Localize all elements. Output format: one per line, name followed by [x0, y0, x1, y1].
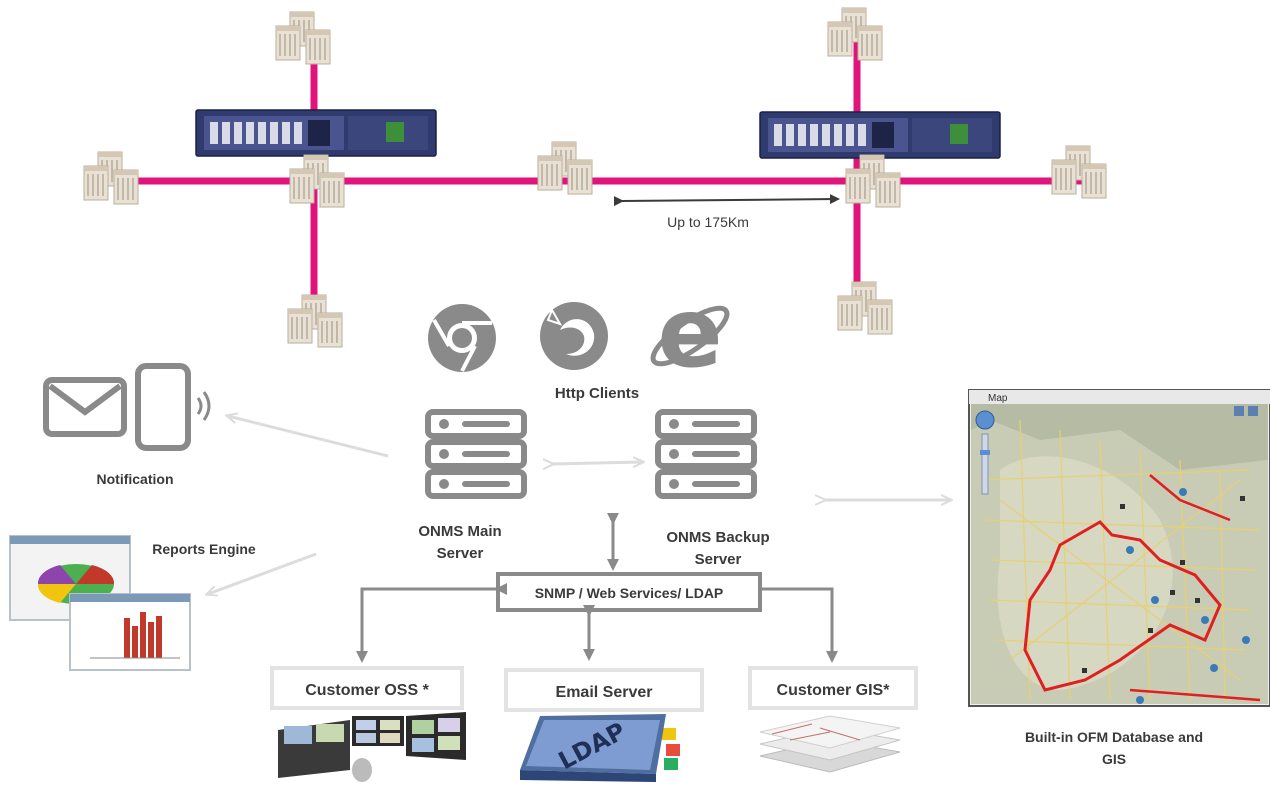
reports-engine-label: Reports Engine: [152, 541, 256, 557]
firefox-icon: [540, 302, 608, 370]
arrow-to-reports: [208, 552, 317, 594]
building-cluster: [538, 142, 592, 194]
protocol-label: SNMP / Web Services/ LDAP: [535, 585, 724, 601]
fiber-network: [118, 38, 1085, 322]
building-cluster: [1052, 146, 1106, 198]
arrow-to-customer-gis: [760, 587, 838, 663]
gis-map-window[interactable]: [968, 389, 1270, 707]
mobile-phone-icon: [135, 363, 211, 451]
map-layer-button[interactable]: [1234, 406, 1244, 416]
map-caption: Built-in OFM Database and: [1025, 729, 1203, 745]
fiber-route-highlight: [1023, 520, 1222, 692]
server-sync-arrow: [552, 462, 642, 464]
map-layer-button[interactable]: [1248, 406, 1258, 416]
building-cluster: [838, 282, 892, 334]
building-cluster: [276, 12, 330, 64]
customer-gis-label: Customer GIS*: [777, 682, 891, 699]
control-room-monitors-image: [278, 712, 466, 782]
building-cluster: [84, 152, 138, 204]
onms-backup-server-label: ONMS Backup: [666, 529, 769, 546]
ldap-book-icon: [520, 714, 680, 782]
customer-oss-box: [270, 666, 464, 710]
email-envelope-icon: [43, 377, 127, 437]
fiber-monitor-unit-left: [195, 109, 437, 157]
chrome-icon: [428, 304, 496, 372]
gis-layers-image: [759, 715, 901, 773]
map-window-title: Map: [988, 393, 1008, 404]
distance-label: Up to 175Km: [667, 214, 749, 230]
distance-arrow: [613, 194, 840, 207]
onms-main-server-label: Server: [437, 545, 484, 562]
http-clients-label: Http Clients: [555, 385, 639, 402]
onms-main-server-label: ONMS Main: [418, 523, 501, 540]
fiber-monitor-unit-right: [759, 111, 1001, 159]
map-zoom-controls[interactable]: [975, 410, 995, 495]
notification-label: Notification: [97, 471, 174, 487]
map-caption: GIS: [1102, 751, 1126, 767]
customer-gis-box: [748, 666, 918, 710]
internet-explorer-icon: e: [650, 277, 730, 389]
reports-thumbnail: [9, 535, 191, 671]
onms-backup-server-label: Server: [695, 551, 742, 568]
customer-oss-label: Customer OSS *: [305, 682, 429, 699]
onms-backup-server-icon: [658, 412, 754, 496]
onms-main-server-icon: [428, 412, 524, 496]
arrow-to-notification: [228, 416, 389, 458]
building-cluster: [288, 295, 342, 347]
arrow-to-customer-oss: [356, 583, 507, 663]
email-server-box: [504, 668, 704, 712]
email-server-label: Email Server: [556, 684, 653, 701]
